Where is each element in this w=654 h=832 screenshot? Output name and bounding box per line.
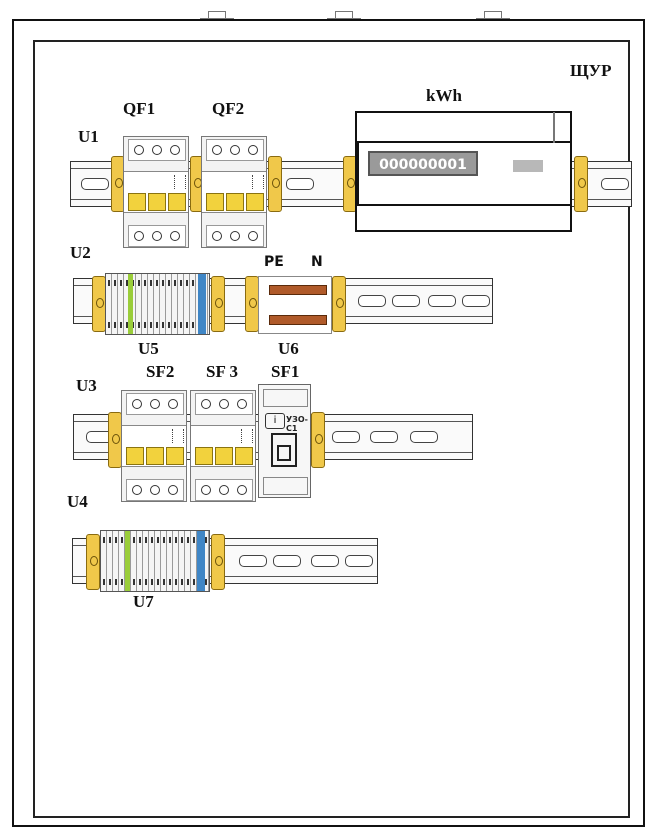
mounting-plate-frame (33, 40, 630, 818)
enclosure-outer-frame (12, 19, 645, 827)
end-stop (108, 412, 122, 468)
label-u5: U5 (138, 339, 159, 358)
breaker-qf1 (123, 136, 189, 248)
rcd-sf1: i УЗО-С1 (258, 384, 311, 498)
label-u3: U3 (76, 376, 97, 395)
end-stop (92, 276, 106, 332)
label-sf2: SF2 (146, 362, 175, 381)
label-u4: U4 (67, 492, 88, 511)
hinge-icon (327, 6, 361, 19)
end-stop (211, 276, 225, 332)
terminal-block-u7 (100, 530, 210, 592)
label-pe: PE (264, 254, 284, 270)
label-u6: U6 (278, 339, 299, 358)
pe-n-bus-u6 (258, 276, 332, 334)
meter-unit-label: kWh (426, 86, 462, 105)
terminal-block-u5 (105, 273, 210, 335)
label-qf2: QF2 (212, 99, 245, 118)
meter-led-indicator (513, 160, 543, 172)
meter-divider (553, 112, 555, 143)
end-stop (211, 534, 225, 590)
end-stop (574, 156, 588, 212)
label-n: N (311, 254, 323, 270)
breaker-sf3 (190, 390, 256, 502)
hinge-icon (200, 6, 234, 19)
end-stop (245, 276, 259, 332)
rcd-model-label: УЗО-С1 (286, 415, 308, 433)
breaker-sf2 (121, 390, 187, 502)
label-qf1: QF1 (123, 99, 156, 118)
end-stop (268, 156, 282, 212)
label-u1: U1 (78, 127, 99, 146)
end-stop (311, 412, 325, 468)
end-stop (86, 534, 100, 590)
hinge-icon (476, 6, 510, 19)
label-u2: U2 (70, 243, 91, 262)
label-u7: U7 (133, 592, 154, 611)
end-stop (332, 276, 346, 332)
panel-title: ЩУР (570, 61, 612, 80)
label-sf3: SF 3 (206, 362, 238, 381)
breaker-qf2 (201, 136, 267, 248)
label-sf1: SF1 (271, 362, 300, 381)
meter-reading-display: 000000001 (368, 151, 478, 176)
